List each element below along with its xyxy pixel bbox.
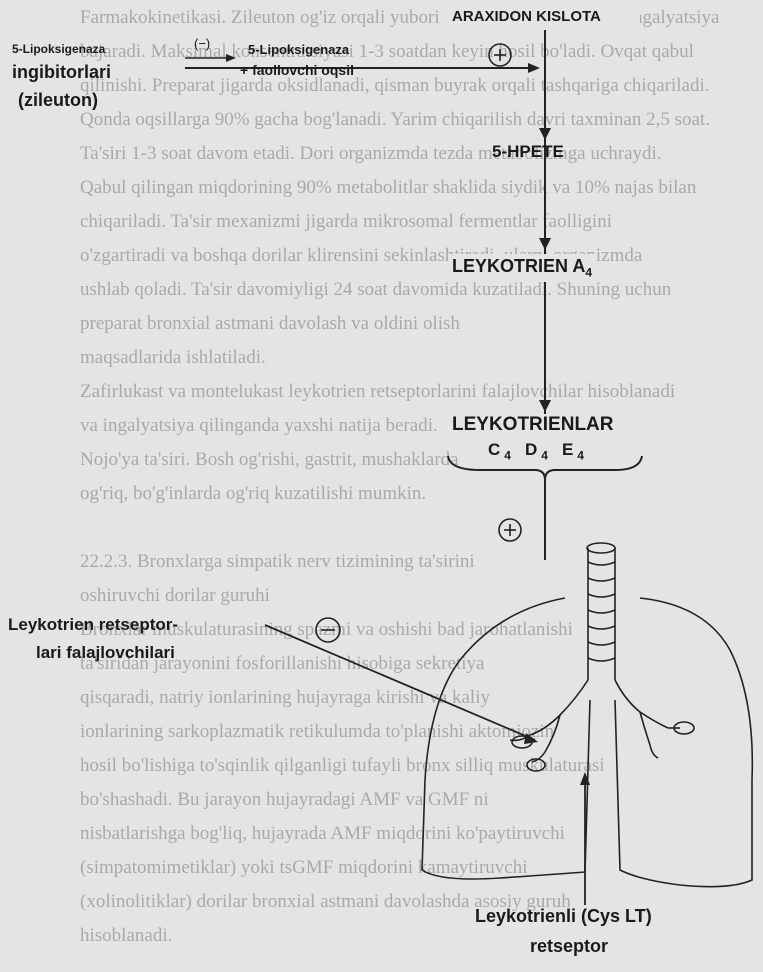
receptor-label-line2: retseptor — [530, 936, 608, 957]
inhibitor-label-line3: (zileuton) — [18, 90, 98, 111]
enzyme-arrow-head — [528, 63, 540, 73]
leukotriene-type-subscript: 4 — [541, 448, 552, 462]
arrow-head-hpete — [539, 128, 551, 140]
lta4-label: LEYKOTRIEN A4 — [448, 254, 596, 282]
arrow-head-lta4 — [539, 238, 551, 250]
lta4-subscript: 4 — [585, 266, 592, 280]
inhibit-symbol: (−) — [194, 36, 210, 51]
blocker-label-line1: Leykotrien retseptor- — [8, 615, 178, 635]
enzyme-label-line2: + faollovchi oqsil — [240, 62, 354, 78]
inhibitor-label-line1: 5-Lipoksigenaza — [12, 42, 105, 56]
leukotrienes-label: LEYKOTRIENLAR — [448, 414, 618, 436]
leukotriene-type: D4 — [525, 440, 552, 459]
lta4-text: LEYKOTRIEN A — [452, 256, 585, 276]
leukotriene-types: C4 D4 E4 — [488, 440, 598, 462]
receptor-label-line1: Leykotrienli (Cys LT) — [475, 906, 652, 927]
hpete-label: 5-HPETE — [492, 142, 564, 162]
enzyme-label-line1: 5-Lipoksigenaza — [248, 42, 349, 57]
lungs — [422, 598, 752, 887]
leukotriene-type-subscript: 4 — [504, 448, 515, 462]
trachea — [587, 543, 615, 680]
arrow-head-leukotrienes — [539, 400, 551, 412]
top-label: ARAXIDON KISLOTA — [452, 8, 601, 25]
leukotriene-type: E4 — [562, 440, 588, 459]
inhibitor-label-line2: ingibitorlari — [12, 62, 111, 83]
leukotriene-type: C4 — [488, 440, 515, 459]
blocker-arrow — [265, 625, 535, 740]
leukotriene-type-subscript: 4 — [577, 448, 588, 462]
blocker-label-line2: lari falajlovchilari — [36, 643, 175, 663]
